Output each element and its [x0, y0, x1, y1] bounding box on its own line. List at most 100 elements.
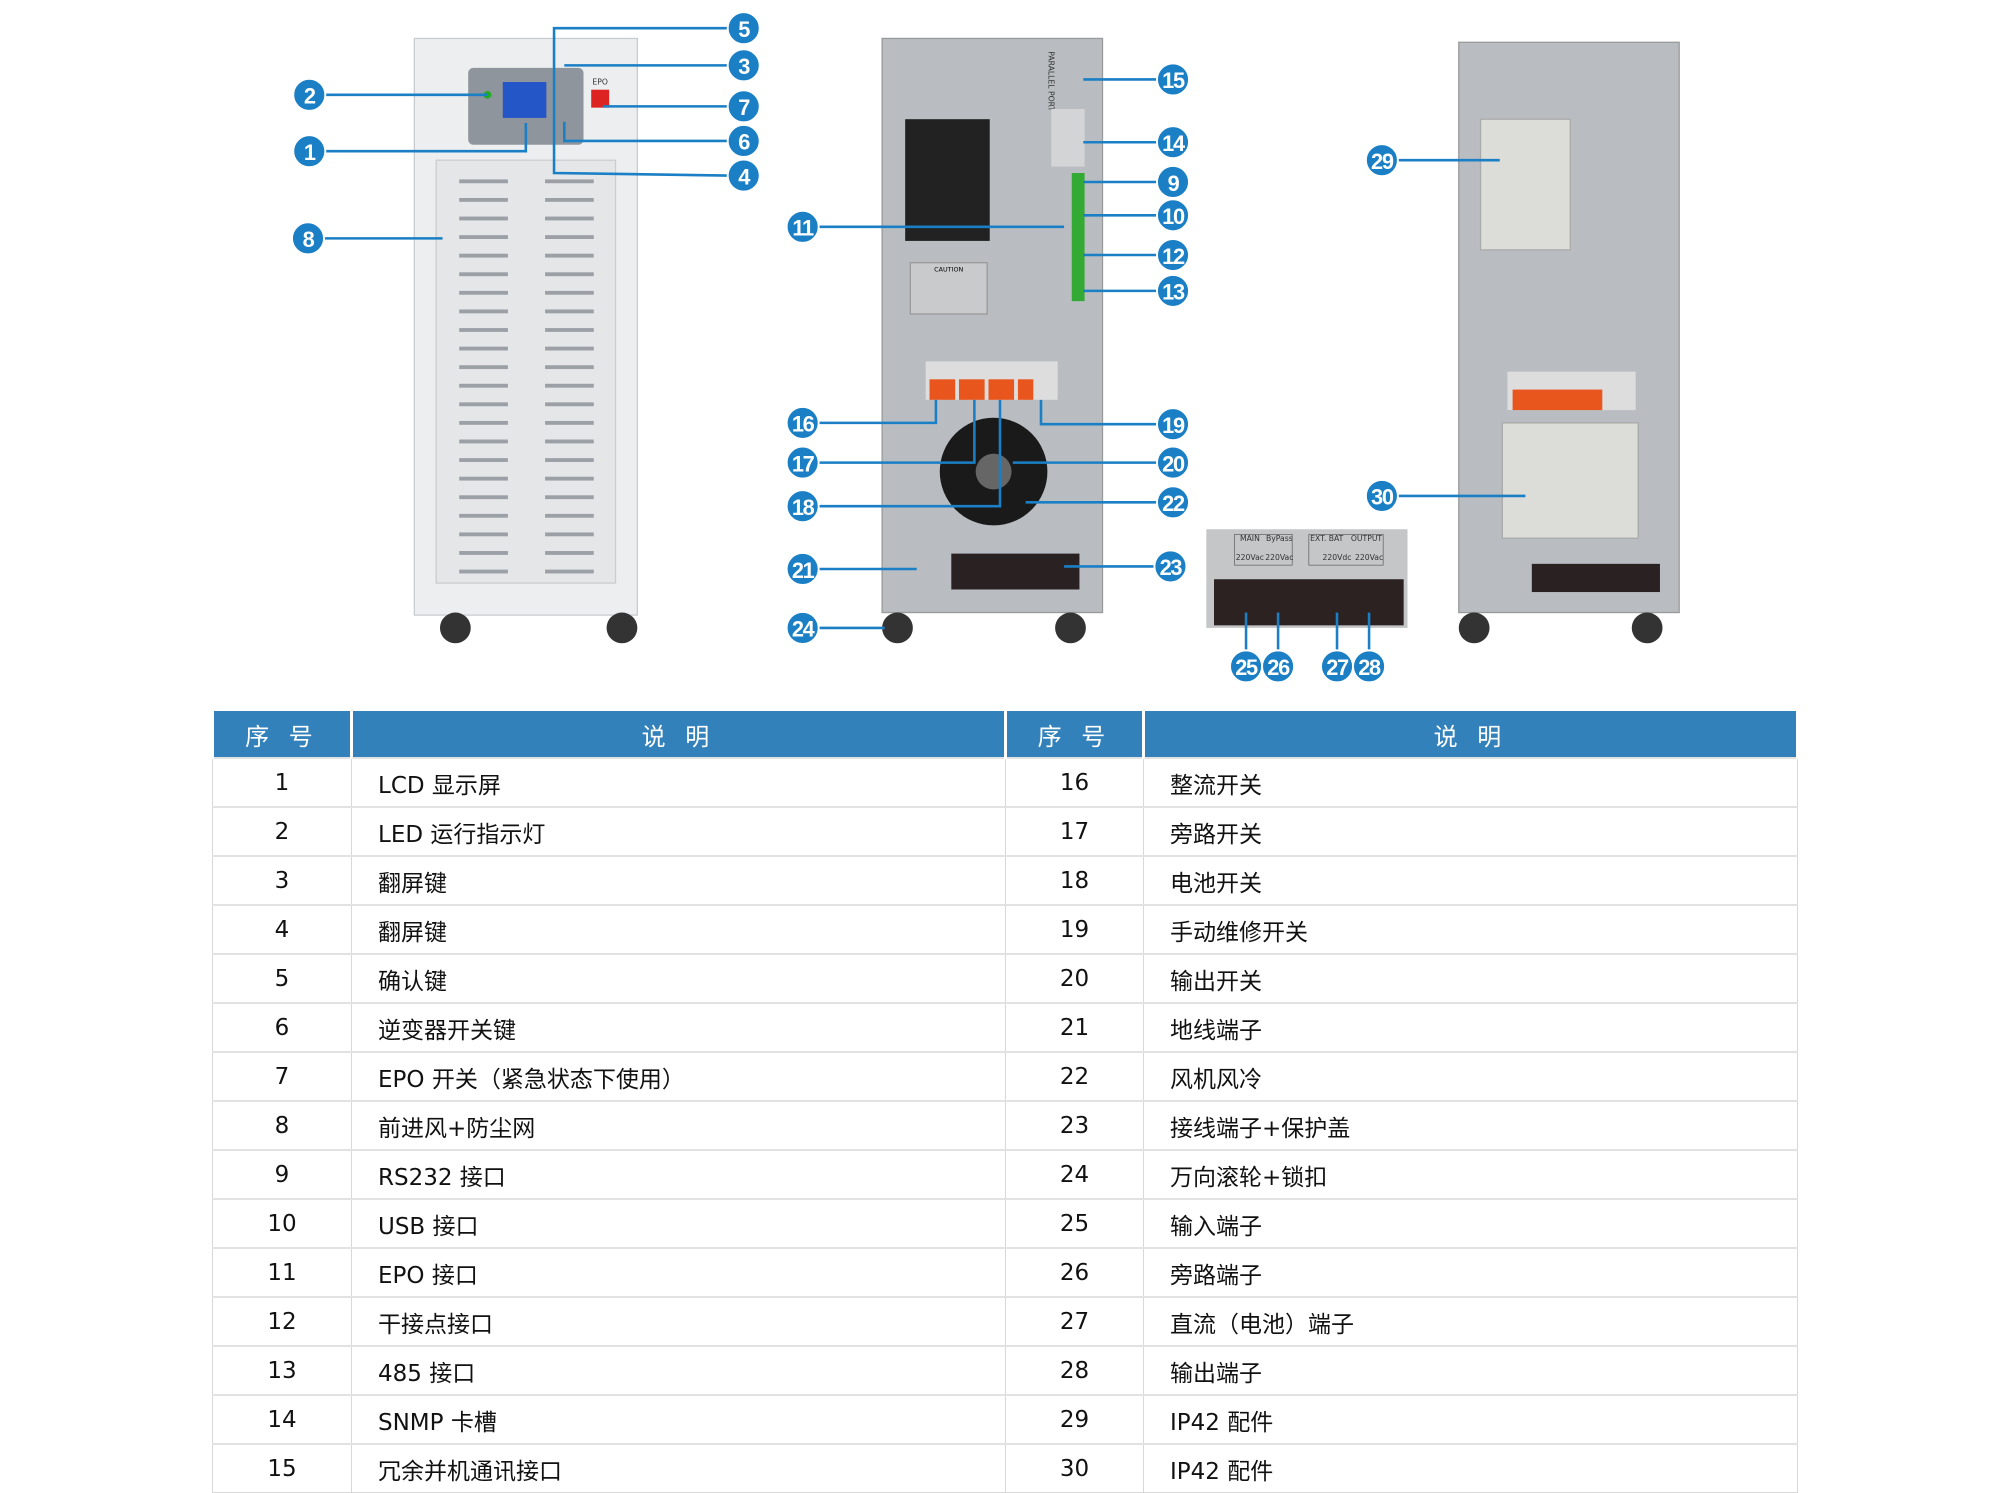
front-vent — [435, 159, 617, 584]
vent-slot — [459, 216, 508, 221]
item-index: 26 — [1005, 1247, 1144, 1298]
callout-number: 17 — [792, 451, 815, 476]
vac-label: 220Vac — [1236, 553, 1264, 562]
vent-slot — [545, 365, 594, 370]
item-index: 2 — [212, 806, 352, 857]
callout-number: 14 — [1162, 131, 1185, 156]
epo-label: EPO — [592, 78, 608, 87]
vent-slot — [459, 476, 508, 481]
callout-number: 23 — [1160, 555, 1183, 580]
ext-bat-label: EXT. BAT — [1310, 534, 1344, 543]
callout-1: 1 — [292, 134, 327, 169]
callout-number: 4 — [738, 164, 750, 189]
vac-label: 220Vac — [1265, 553, 1293, 562]
item-index: 23 — [1005, 1100, 1144, 1151]
callout-number: 1 — [304, 140, 316, 165]
vent-slot — [459, 309, 508, 314]
item-description: 翻屏键 — [351, 855, 1006, 906]
vent-slot — [459, 235, 508, 239]
callout-21: 21 — [785, 551, 820, 586]
callout-number: 12 — [1162, 244, 1185, 269]
item-index: 7 — [212, 1051, 352, 1102]
output-label: OUTPUT — [1351, 534, 1383, 543]
callout-number: 22 — [1162, 491, 1185, 516]
item-description: 485 接口 — [351, 1345, 1006, 1396]
callout-13: 13 — [1156, 273, 1190, 308]
vent-slot — [459, 383, 508, 388]
item-description: 旁路端子 — [1143, 1247, 1798, 1298]
callout-leader-line — [552, 26, 728, 177]
vent-slot — [459, 290, 508, 295]
vent-slot — [459, 420, 508, 425]
ip42-cover-top — [1479, 118, 1571, 251]
callout-6: 6 — [726, 123, 761, 158]
epo-button — [591, 89, 610, 108]
callout-7: 7 — [726, 89, 761, 124]
item-description: EPO 开关（紧急状态下使用） — [351, 1051, 1006, 1102]
callout-3: 3 — [726, 48, 761, 83]
callout-12: 12 — [1156, 238, 1190, 272]
callout-26: 26 — [1261, 649, 1296, 684]
item-description: 输入端子 — [1143, 1198, 1798, 1249]
callout-number: 28 — [1358, 655, 1381, 680]
callout-29: 29 — [1364, 143, 1399, 178]
callout-22: 22 — [1156, 485, 1190, 520]
item-index: 22 — [1005, 1051, 1144, 1102]
vent-slot — [545, 216, 594, 221]
callout-leader-line — [819, 399, 1002, 508]
vent-slot — [459, 328, 508, 332]
item-description: 电池开关 — [1143, 855, 1798, 906]
terminal-block — [951, 553, 1080, 590]
caution-label: CAUTION — [934, 266, 963, 274]
callout-20: 20 — [1156, 445, 1190, 480]
callout-leader-line — [563, 121, 728, 143]
vent-slot — [545, 179, 594, 184]
callout-number: 27 — [1326, 655, 1349, 680]
callout-number: 13 — [1162, 280, 1185, 305]
item-index: 25 — [1005, 1198, 1144, 1249]
item-index: 27 — [1005, 1296, 1144, 1347]
header-index: 序 号 — [211, 711, 353, 758]
item-description: 翻屏键 — [351, 904, 1006, 955]
vent-slot — [459, 272, 508, 277]
item-index: 19 — [1005, 904, 1144, 955]
callout-number: 26 — [1267, 655, 1290, 680]
item-description: LCD 显示屏 — [351, 757, 1006, 808]
item-index: 14 — [212, 1394, 352, 1445]
vent-slot — [545, 476, 594, 481]
callout-2: 2 — [292, 77, 327, 112]
item-index: 30 — [1005, 1443, 1144, 1493]
vent-slot — [545, 197, 594, 202]
callout-number: 3 — [738, 54, 750, 79]
vdc-label: 220Vdc — [1323, 553, 1352, 562]
ups-product-figure: EPO PARALLEL PORT CAUTION MAIN ByPass EX… — [291, 11, 1680, 684]
item-description: LED 运行指示灯 — [351, 806, 1006, 857]
item-description: 风机风冷 — [1143, 1051, 1798, 1102]
callout-number: 5 — [738, 17, 750, 42]
callout-23: 23 — [1153, 549, 1188, 584]
callout-14: 14 — [1156, 125, 1190, 160]
item-description: 冗余并机通讯接口 — [351, 1443, 1006, 1493]
vent-slot — [545, 383, 594, 388]
item-index: 18 — [1005, 855, 1144, 906]
item-description: 前进风+防尘网 — [351, 1100, 1006, 1151]
item-index: 11 — [212, 1247, 352, 1298]
item-index: 29 — [1005, 1394, 1144, 1445]
item-description: EPO 接口 — [351, 1247, 1006, 1298]
vent-slot — [545, 290, 594, 295]
item-description: 接线端子+保护盖 — [1143, 1100, 1798, 1151]
vent-slot — [459, 346, 508, 351]
ip42-cover-bottom — [1501, 422, 1639, 539]
callout-number: 21 — [792, 558, 815, 583]
callout-28: 28 — [1352, 649, 1387, 684]
vent-slot — [545, 328, 594, 332]
callout-number: 25 — [1235, 655, 1258, 680]
